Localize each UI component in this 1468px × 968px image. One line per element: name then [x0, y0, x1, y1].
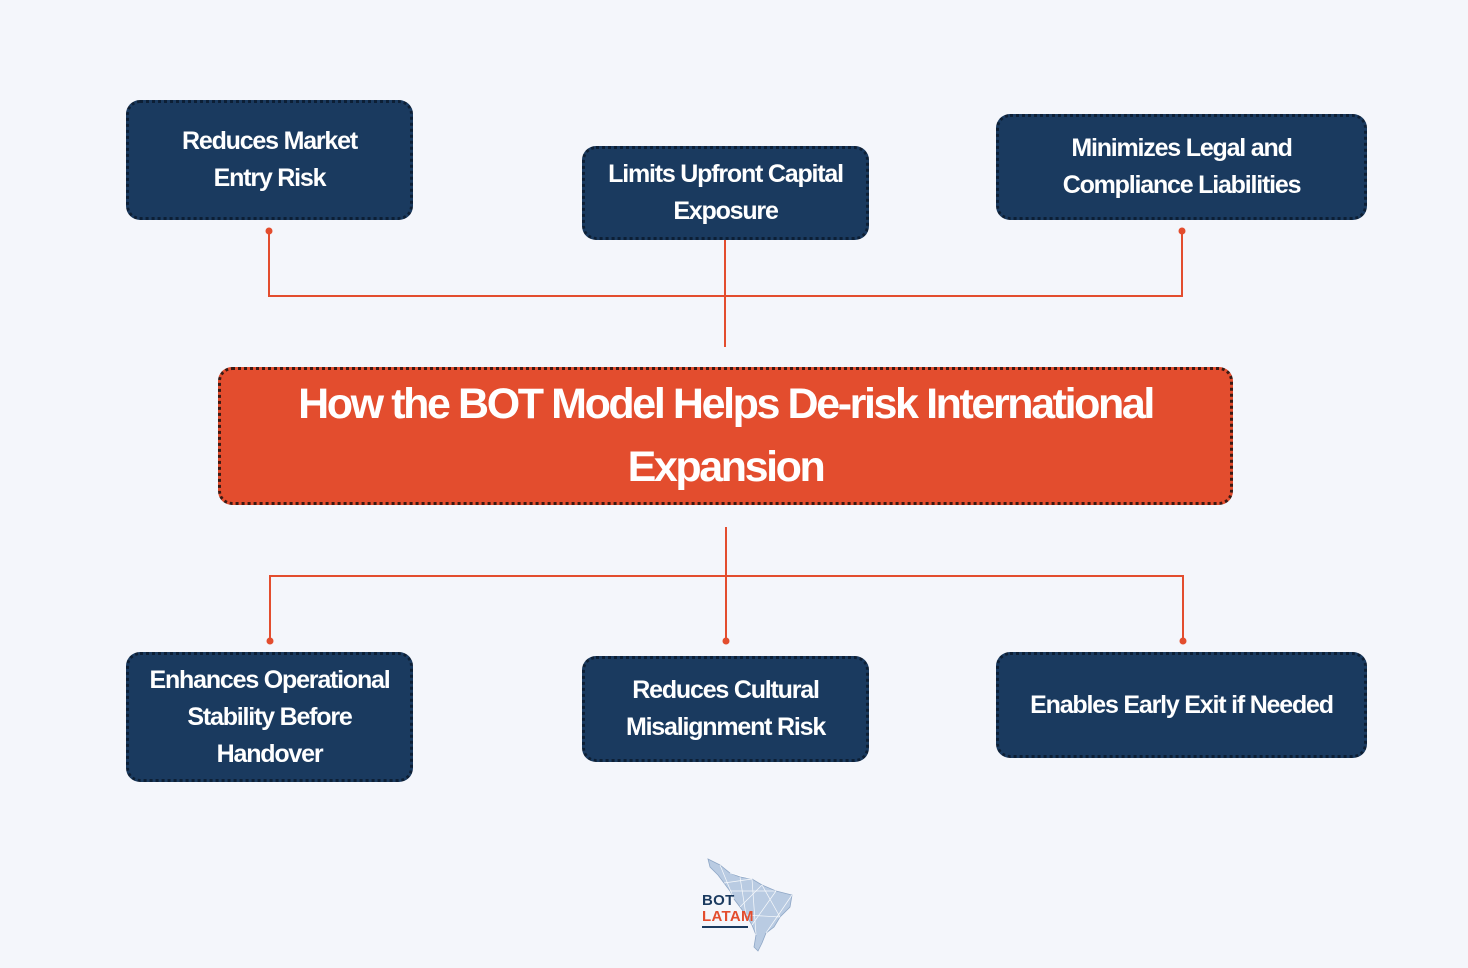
bottom-node-cultural-misalignment: Reduces Cultural Misalignment Risk [582, 656, 869, 762]
south-america-map-icon [707, 858, 793, 952]
center-title-box: How the BOT Model Helps De-risk Internat… [218, 367, 1233, 505]
top-node-capital-exposure: Limits Upfront Capital Exposure [582, 146, 869, 240]
logo-underline [702, 926, 748, 928]
node-label: Enables Early Exit if Needed [1030, 690, 1334, 719]
bottom-node-operational-stability: Enhances Operational Stability Before Ha… [126, 652, 413, 782]
node-label: Enhances Operational Stability Before Ha… [149, 665, 391, 768]
connector-dot [265, 227, 273, 235]
top-node-market-entry: Reduces Market Entry Risk [126, 100, 413, 220]
node-label: Reduces Cultural Misalignment Risk [625, 676, 826, 741]
logo-text-latam: LATAM [702, 908, 754, 925]
diagram-title: How the BOT Model Helps De-risk Internat… [298, 380, 1155, 491]
node-label: Minimizes Legal and Compliance Liabiliti… [1062, 134, 1302, 199]
connector-dot [266, 637, 274, 645]
logo-text-bot: BOT [702, 892, 735, 909]
node-label: Limits Upfront Capital Exposure [608, 160, 844, 225]
connector-dot [1178, 227, 1186, 235]
connector-bottom-left [269, 575, 1184, 641]
bottom-node-early-exit: Enables Early Exit if Needed [996, 652, 1367, 758]
node-label: Reduces Market Entry Risk [182, 127, 358, 192]
connector-dot [1179, 637, 1187, 645]
top-node-legal-compliance: Minimizes Legal and Compliance Liabiliti… [996, 114, 1367, 220]
connector-dot [722, 637, 730, 645]
